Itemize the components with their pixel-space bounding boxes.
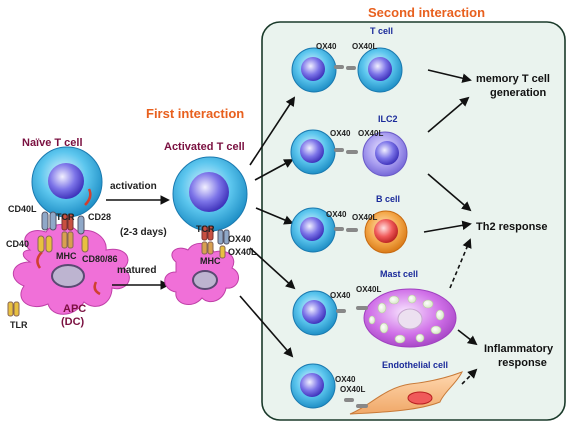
ox40-activated-label: OX40 (228, 234, 251, 244)
tcr-activated-label: TCR (196, 224, 215, 234)
b-cell-nucleus (374, 219, 398, 243)
ox40l-receptor (356, 404, 368, 408)
mast-cell-nucleus (397, 308, 423, 330)
mast-cell-granules (368, 294, 445, 344)
endothelial-cell-label: Endothelial cell (382, 360, 448, 370)
second-interaction-title: Second interaction (368, 5, 485, 20)
signal-arrow-icon (93, 281, 101, 296)
naive-t-cell-label: Naïve T cell (22, 137, 83, 149)
arrow-to-b-cell (255, 207, 294, 225)
ox40-receptor (336, 309, 346, 313)
mhc-activated-label: MHC (200, 256, 221, 266)
tlr-label: TLR (10, 320, 28, 330)
second-interaction-panel (261, 21, 566, 421)
activated-t-cell-nucleus (189, 172, 229, 212)
b-cell-label: B cell (376, 194, 400, 204)
ox40l-label-1: OX40L (352, 42, 377, 51)
mhc-label: MHC (56, 251, 77, 261)
ox40-receptor (344, 398, 354, 402)
arrow-to-mast-cell (249, 247, 296, 290)
partner-t-cell-nucleus (368, 57, 392, 81)
activated-receptors (201, 225, 230, 259)
arrow-ilc2-to-memory (427, 96, 470, 133)
mast-cell-label: Mast cell (380, 269, 418, 279)
inflammatory-label: Inflammatory (484, 343, 554, 355)
ox40l-receptor (346, 228, 358, 232)
cd40-label: CD40 (6, 239, 29, 249)
arrow-tcell-to-memory (427, 69, 472, 83)
arrow-to-ilc2 (254, 159, 294, 181)
ox40l-label-4: OX40L (356, 285, 381, 294)
signal-arrow-icon (84, 188, 92, 206)
tcell-row5-nucleus (300, 373, 324, 397)
ilc2-label: ILC2 (378, 114, 398, 124)
apc-nucleus (51, 264, 85, 288)
endothelial-cell (349, 371, 464, 415)
th2-response-label: Th2 response (476, 221, 548, 233)
activation-label: activation (110, 181, 157, 192)
ox40l-receptor (346, 150, 358, 154)
tcr-label: TCR (56, 212, 75, 222)
arrow-to-endothelial-cell (239, 295, 294, 358)
ox40l-activated-label: OX40L (228, 247, 257, 257)
first-interaction-title: First interaction (146, 106, 244, 121)
response-label: response (498, 357, 547, 369)
activated-t-cell-label: Activated T cell (164, 141, 245, 153)
receptor-cluster (7, 211, 89, 317)
ox40-label-5: OX40 (335, 375, 356, 384)
ox40l-label-2: OX40L (358, 129, 383, 138)
arrow-to-t-cell (249, 96, 296, 166)
matured-apc-nucleus (192, 270, 218, 290)
memory-generation-label: generation (490, 87, 547, 99)
arrow-ilc2-to-th2 (427, 173, 472, 212)
apc-label: APC (63, 303, 86, 315)
duration-label: (2-3 days) (120, 227, 167, 238)
naive-t-cell-nucleus (48, 163, 84, 199)
ilc2-nucleus (375, 141, 399, 165)
ox40-label-4: OX40 (330, 291, 351, 300)
tcell-row3-nucleus (300, 217, 324, 241)
ox40l-label-3: OX40L (352, 213, 377, 222)
ox40l-receptor (346, 66, 356, 70)
endothelial-nucleus (407, 391, 433, 405)
tcell-row4-nucleus (302, 300, 326, 324)
t-cell-label: T cell (370, 26, 393, 36)
arrow-bcell-to-th2 (423, 220, 472, 233)
ox40-label-3: OX40 (326, 210, 347, 219)
ox40-receptor (334, 148, 344, 152)
ox40-receptor (334, 227, 344, 231)
cd80-86-label: CD80/86 (82, 254, 118, 264)
ox40-receptor (334, 65, 344, 69)
arrow-mast-to-th2 (449, 238, 472, 289)
signal-arrow-icon (36, 251, 43, 269)
tcell-row1-nucleus (301, 57, 325, 81)
dc-label: (DC) (61, 316, 85, 328)
ox40l-receptor (356, 306, 368, 310)
ox40l-label-5: OX40L (340, 385, 365, 394)
matured-label: matured (117, 265, 156, 276)
ox40-label-2: OX40 (330, 129, 351, 138)
tcell-row2-nucleus (300, 139, 324, 163)
arrow-endothelial-to-inflammatory (461, 368, 478, 385)
arrow-mast-to-inflammatory (457, 329, 478, 346)
ox40-label-1: OX40 (316, 42, 337, 51)
cd40l-label: CD40L (8, 204, 37, 214)
cd28-label: CD28 (88, 212, 111, 222)
memory-t-cell-label: memory T cell (476, 73, 550, 85)
